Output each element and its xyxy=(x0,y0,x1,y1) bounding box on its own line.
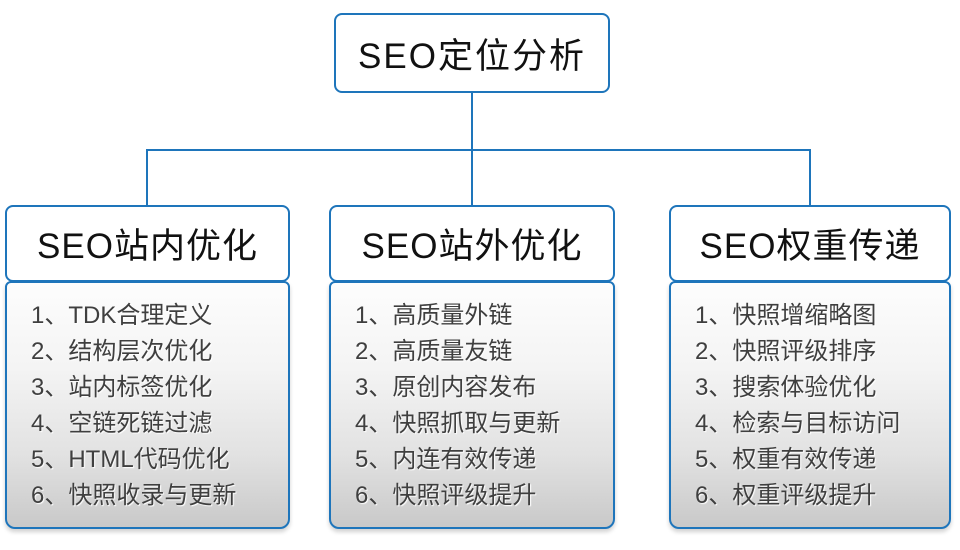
column-header-label: SEO权重传递 xyxy=(699,227,921,266)
branch-column-onsite: SEO站内优化 1、TDK合理定义 2、结构层次优化 3、站内标签优化 4、空链… xyxy=(5,205,290,529)
column-list-offsite: 1、高质量外链 2、高质量友链 3、原创内容发布 4、快照抓取与更新 5、内连有… xyxy=(329,281,615,529)
column-list-weight: 1、快照增缩略图 2、快照评级排序 3、搜索体验优化 4、检索与目标访问 5、权… xyxy=(669,281,951,529)
list-item: 3、搜索体验优化 xyxy=(695,374,877,401)
list-item: 4、检索与目标访问 xyxy=(695,410,901,437)
list-item: 6、快照评级提升 xyxy=(355,482,537,509)
column-header-onsite: SEO站内优化 xyxy=(5,205,290,282)
column-header-weight: SEO权重传递 xyxy=(669,205,951,282)
branch-column-offsite: SEO站外优化 1、高质量外链 2、高质量友链 3、原创内容发布 4、快照抓取与… xyxy=(329,205,615,529)
list-item: 2、快照评级排序 xyxy=(695,338,877,365)
list-item: 1、高质量外链 xyxy=(355,302,513,329)
root-node-label: SEO定位分析 xyxy=(358,36,586,76)
root-node: SEO定位分析 xyxy=(334,13,610,93)
list-item: 1、快照增缩略图 xyxy=(695,302,877,329)
column-list-onsite: 1、TDK合理定义 2、结构层次优化 3、站内标签优化 4、空链死链过滤 5、H… xyxy=(5,281,290,529)
connector-right-vertical xyxy=(809,149,811,207)
connector-trunk-vertical xyxy=(471,93,473,151)
list-item: 6、快照收录与更新 xyxy=(31,482,237,509)
list-item: 6、权重评级提升 xyxy=(695,482,877,509)
list-item: 2、高质量友链 xyxy=(355,338,513,365)
list-item: 2、结构层次优化 xyxy=(31,338,213,365)
connector-left-vertical xyxy=(146,149,148,207)
list-item: 3、站内标签优化 xyxy=(31,374,213,401)
branch-column-weight: SEO权重传递 1、快照增缩略图 2、快照评级排序 3、搜索体验优化 4、检索与… xyxy=(669,205,951,529)
list-item: 4、空链死链过滤 xyxy=(31,410,213,437)
list-item: 5、HTML代码优化 xyxy=(31,446,230,473)
column-header-offsite: SEO站外优化 xyxy=(329,205,615,282)
list-item: 5、内连有效传递 xyxy=(355,446,537,473)
connector-middle-vertical xyxy=(471,149,473,207)
list-item: 3、原创内容发布 xyxy=(355,374,537,401)
column-header-label: SEO站外优化 xyxy=(361,227,583,266)
list-item: 5、权重有效传递 xyxy=(695,446,877,473)
column-header-label: SEO站内优化 xyxy=(37,227,258,266)
connector-branch-horizontal xyxy=(146,149,811,151)
list-item: 4、快照抓取与更新 xyxy=(355,410,561,437)
list-item: 1、TDK合理定义 xyxy=(31,302,213,329)
